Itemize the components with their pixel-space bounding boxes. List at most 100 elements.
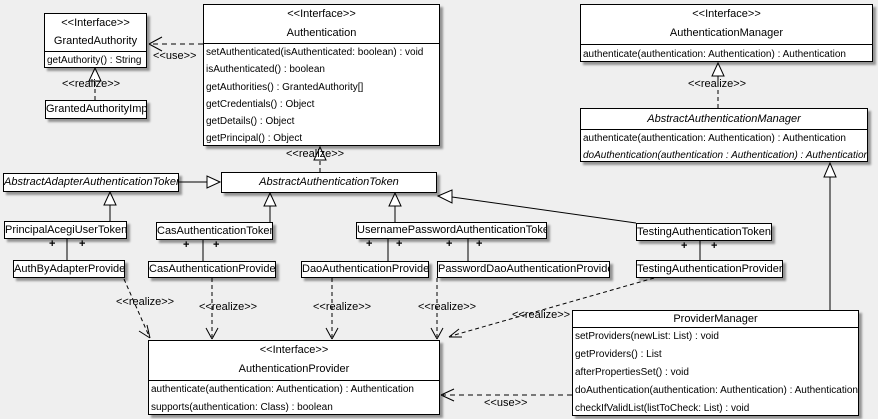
edge-label-realize-auth-by-adapter: <<realize>>	[116, 296, 175, 308]
class-name: AbstractAuthenticationToken	[259, 176, 399, 188]
class-method: getAuthorities() : GrantedAuthority[]	[206, 81, 364, 93]
class-method: authenticate(authentication: Authenticat…	[151, 384, 414, 395]
class-auth-by-adapter-provider: AuthByAdapterProvider	[13, 260, 125, 278]
class-methods: getAuthority() : String	[45, 51, 146, 68]
class-name: DaoAuthenticationProvider	[302, 263, 428, 275]
class-granted-authority: <<Interface>> GrantedAuthority getAuthorit…	[44, 13, 147, 68]
class-title-testing-authentication-provider: TestingAuthenticationProvider	[637, 261, 782, 277]
class-cas-authentication-token: CasAuthenticationToken	[156, 222, 273, 240]
class-method: getAuthority() : String	[47, 55, 142, 66]
class-method: getCredentials() : Object	[206, 98, 315, 110]
class-method: supports(authentication: Class) : boolea…	[151, 402, 333, 413]
class-title-auth-by-adapter-provider: AuthByAdapterProvider	[14, 261, 124, 277]
class-name: TestingAuthenticationProvider	[637, 263, 782, 275]
class-stereotype: <<Interface>>	[259, 344, 329, 356]
edge-label-realize-authentication: <<realize>>	[286, 148, 345, 160]
class-method: doAuthentication(authentication : Authen…	[583, 150, 867, 161]
association-end-plus: +	[49, 238, 56, 250]
association-end-plus: +	[476, 238, 483, 250]
edge-label-use-bottom: <<use>>	[484, 397, 528, 409]
class-method: setAuthenticated(isAuthenticated: boolea…	[206, 47, 424, 58]
generalization-edge-providermanager	[823, 161, 837, 310]
class-title-password-dao-authentication-provider: PasswordDaoAuthenticationProvider	[438, 262, 609, 277]
association-end-plus: +	[446, 238, 453, 250]
class-name: CasAuthenticationProvider	[149, 263, 275, 275]
class-method: authenticate(authentication: Authenticat…	[583, 133, 846, 144]
class-authentication: <<Interface>> Authentication setAuthentica…	[203, 4, 440, 146]
class-provider-manager: ProviderManager setProviders(newList: Lis…	[572, 310, 859, 416]
class-name: AbstractAdapterAuthenticationToken	[4, 176, 178, 188]
class-name: GrantedAuthority	[53, 35, 138, 47]
realize-edge-abstractauthenticationmanager	[711, 61, 725, 108]
class-methods: authenticate(authentication: Authenticat…	[581, 44, 872, 62]
association-end-plus: +	[681, 240, 688, 252]
edge-label-realize-testing: <<realize>>	[512, 309, 571, 321]
class-name: Authentication	[286, 27, 357, 39]
class-name: AuthenticationManager	[669, 27, 784, 39]
association-end-plus: +	[366, 238, 373, 250]
class-title-granted-authority-impl: GrantedAuthorityImpl	[46, 101, 146, 118]
class-methods: authenticate(authentication: Authenticat…	[149, 380, 439, 415]
edge-label-realize-granted-authority: <<realize>>	[62, 78, 121, 90]
class-title-dao-authentication-provider: DaoAuthenticationProvider	[302, 262, 428, 277]
class-authentication-provider: <<Interface>>AuthenticationProvider authe…	[148, 340, 440, 415]
realize-edge-abstractauthenticationtoken	[313, 145, 327, 172]
class-title-abstract-adapter-authentication-token: AbstractAdapterAuthenticationToken	[4, 174, 178, 191]
edge-label-use-top: <<use>>	[153, 50, 197, 62]
class-abstract-authentication-token: AbstractAuthenticationToken	[221, 172, 437, 193]
class-method: checkIfValidList(listToCheck: List) : vo…	[575, 403, 750, 414]
association-edges-token-provider	[66, 239, 701, 261]
class-method: getProviders() : List	[575, 349, 662, 360]
association-end-plus: +	[711, 240, 718, 252]
class-title-principal-acegi-user-token: PrincipalAcegiUserToken	[5, 222, 126, 238]
class-name: AbstractAuthenticationManager	[647, 113, 801, 125]
association-end-plus: +	[213, 239, 220, 251]
class-methods: setAuthenticated(isAuthenticated: boolea…	[204, 43, 439, 146]
class-granted-authority-impl: GrantedAuthorityImpl	[45, 100, 147, 119]
class-title-authentication-manager: <<Interface>> AuthenticationManager	[581, 5, 872, 44]
class-stereotype: <<Interface>>	[692, 8, 761, 20]
class-testing-authentication-token: TestingAuthenticationToken	[636, 223, 772, 241]
generalization-edge-abstractadapter	[179, 175, 222, 189]
class-testing-authentication-provider: TestingAuthenticationProvider	[636, 260, 783, 278]
class-method: afterPropertiesSet() : void	[575, 367, 689, 378]
realize-edge-casauthenticationprovider	[205, 278, 219, 340]
association-end-plus: +	[79, 238, 86, 250]
generalization-edge-testingtoken	[436, 189, 637, 224]
generalization-edge-usernamepasswordtoken	[388, 191, 402, 222]
class-name: UsernamePasswordAuthenticationToken	[357, 224, 546, 236]
generalization-edge-principalacegiusertoken	[103, 190, 117, 221]
edge-label-realize-cas: <<realize>>	[199, 301, 258, 313]
class-method: isAuthenticated() : boolean	[206, 64, 325, 76]
class-method: getPrincipal() : Object	[206, 133, 303, 145]
class-stereotype: <<Interface>>	[287, 8, 356, 20]
realize-edge-daoauthenticationprovider	[325, 278, 339, 340]
class-title-username-password-authentication-token: UsernamePasswordAuthenticationToken	[357, 223, 546, 238]
class-title-abstract-authentication-token: AbstractAuthenticationToken	[222, 173, 436, 192]
class-title-authentication: <<Interface>> Authentication	[204, 5, 439, 43]
class-title-provider-manager: ProviderManager	[573, 311, 858, 327]
realize-edge-passworddaoprovider	[430, 278, 444, 340]
association-end-plus: +	[396, 238, 403, 250]
use-edge-providermanager	[440, 388, 572, 402]
class-title-cas-authentication-token: CasAuthenticationToken	[157, 223, 272, 239]
class-stereotype: <<Interface>>	[61, 17, 130, 29]
class-title-granted-authority: <<Interface>> GrantedAuthority	[45, 14, 146, 51]
class-method: getDetails() : Object	[206, 116, 295, 128]
class-title-cas-authentication-provider: CasAuthenticationProvider	[149, 262, 275, 277]
class-name: CasAuthenticationToken	[157, 225, 272, 237]
class-authentication-manager: <<Interface>> AuthenticationManager authen…	[580, 4, 873, 62]
class-name: PrincipalAcegiUserToken	[5, 224, 126, 236]
generalization-edge-casauthenticationtoken	[263, 191, 277, 222]
class-title-authentication-provider: <<Interface>>AuthenticationProvider	[149, 341, 439, 380]
class-name: PasswordDaoAuthenticationProvider	[438, 263, 609, 275]
class-method: doAuthentication(authentication: Authent…	[575, 385, 858, 396]
class-name: TestingAuthenticationToken	[637, 226, 771, 238]
use-edge-authentication-grantedauthority	[148, 36, 203, 52]
edge-label-realize-password-dao: <<realize>>	[418, 301, 477, 313]
realize-edge-testingprovider	[448, 277, 655, 338]
class-principal-acegi-user-token: PrincipalAcegiUserToken	[4, 221, 127, 239]
class-name: ProviderManager	[673, 313, 758, 325]
